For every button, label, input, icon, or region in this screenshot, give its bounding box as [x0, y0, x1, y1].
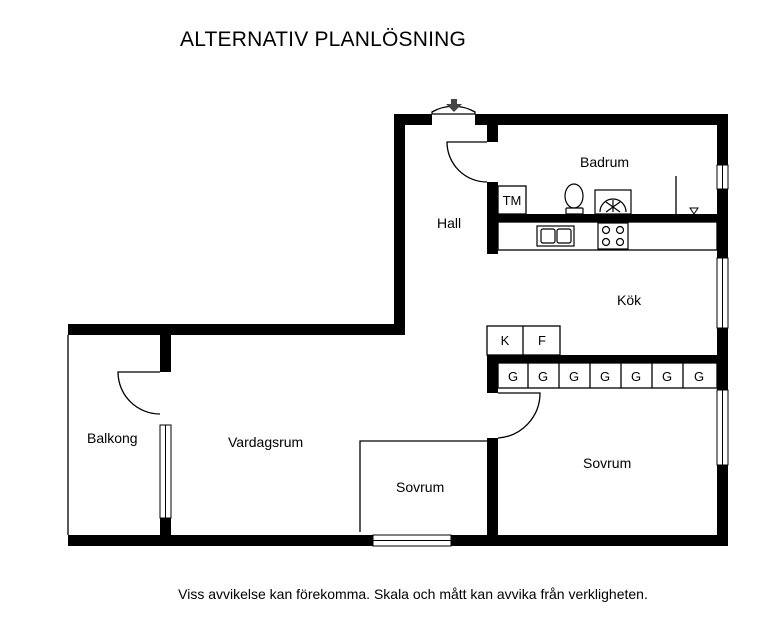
wall-bath-stub	[487, 114, 498, 142]
kitchen-counter	[497, 221, 718, 251]
freezer-label: F	[538, 333, 546, 348]
doors	[117, 105, 541, 439]
wall-top-left	[394, 114, 432, 125]
wall-kitchen-stub	[487, 355, 498, 393]
wardrobe-label: G	[569, 369, 579, 384]
wall-bedroom-left	[487, 438, 498, 546]
washing-machine-box	[497, 185, 527, 215]
toilet-icon	[564, 183, 584, 215]
wall-top-right	[475, 114, 728, 125]
bathroom-door	[446, 141, 488, 183]
wall-right	[717, 114, 728, 546]
room-label-sovrum-large: Sovrum	[583, 455, 631, 471]
room-label-vardagsrum: Vardagsrum	[228, 434, 303, 450]
bathroom-sink-icon	[594, 189, 632, 215]
disclaimer-text: Viss avvikelse kan förekomma. Skala och …	[178, 586, 648, 602]
entrance-arrow-stem	[451, 99, 457, 105]
stove-icon	[597, 222, 629, 250]
wall-upper-living	[68, 324, 405, 335]
wall-hall-left	[394, 114, 405, 335]
wardrobe-bar	[497, 362, 718, 389]
plan-title: ALTERNATIV PLANLÖSNING	[180, 28, 467, 51]
kitchen-sink-icon	[536, 225, 575, 247]
wall-kitchen-bedroom	[487, 355, 728, 363]
wardrobe-label: G	[538, 369, 548, 384]
wardrobe-label: G	[631, 369, 641, 384]
wardrobe-label: G	[662, 369, 672, 384]
tm-label: TM	[503, 193, 522, 208]
thin-lines	[67, 176, 718, 535]
bedroom-door	[497, 392, 541, 439]
wall-bottom-right	[451, 535, 728, 546]
fridge-label: K	[501, 333, 510, 348]
entrance-arrow-icon	[446, 104, 462, 112]
windows	[159, 164, 729, 547]
wall-bath-bottom	[487, 214, 728, 222]
walls	[68, 114, 728, 546]
room-label-badrum: Badrum	[580, 154, 629, 170]
wardrobe-label: G	[600, 369, 610, 384]
floor-drain-icon	[689, 207, 699, 215]
wall-balcony-lower	[160, 518, 171, 535]
room-label-balkong: Balkong	[87, 430, 138, 446]
small-bedroom-partition	[359, 440, 487, 532]
room-label-hall: Hall	[437, 215, 461, 231]
wall-bottom-left	[68, 535, 373, 546]
balcony-door	[117, 371, 161, 415]
wardrobe-label: G	[508, 369, 518, 384]
room-label-sovrum-small: Sovrum	[396, 479, 444, 495]
wall-balcony-stub	[160, 335, 171, 372]
room-label-kok: Kök	[617, 292, 642, 308]
wardrobe-label: G	[694, 369, 704, 384]
